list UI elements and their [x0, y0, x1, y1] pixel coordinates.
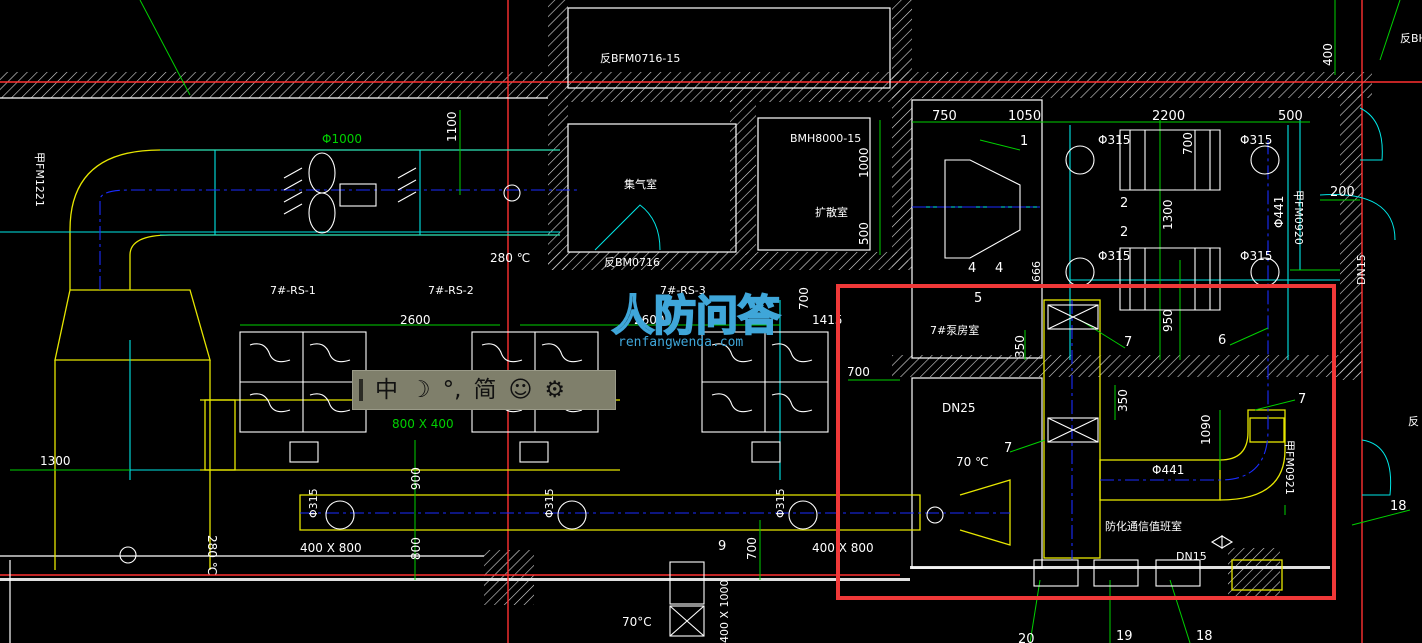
- label-duct4: 400 X 1000: [718, 579, 731, 643]
- label-d500a: 500: [1278, 109, 1303, 124]
- door-arcs: [594, 107, 1396, 496]
- label-phi441-a: Φ441: [1272, 196, 1286, 228]
- blue-centerlines: [99, 140, 1269, 560]
- label-door-right-edge: 反: [1408, 415, 1419, 428]
- label-temp2: 280 ℃: [205, 535, 219, 575]
- ime-emoji-icon[interactable]: ☺: [508, 377, 533, 403]
- label-duct3: 400 X 800: [812, 541, 874, 555]
- ime-settings-gear-icon[interactable]: ⚙: [544, 377, 566, 403]
- ime-simplified-toggle[interactable]: 简: [473, 377, 497, 403]
- room-outlines: [0, 7, 1043, 643]
- label-duct2: 400 X 800: [300, 541, 362, 555]
- label-phi1000: Φ1000: [322, 132, 362, 146]
- highlight-box: [836, 284, 1336, 600]
- label-d900: 900: [409, 467, 423, 490]
- label-n1: 1: [1020, 134, 1028, 149]
- ime-punctuation-toggle[interactable]: °,: [442, 377, 462, 403]
- label-d2200: 2200: [1152, 109, 1185, 124]
- label-duct1: 800 X 400: [392, 417, 454, 431]
- label-n5: 5: [974, 291, 982, 306]
- label-room-filter: 防化通信值班室: [1105, 519, 1182, 533]
- cyan-lines: [0, 120, 1340, 480]
- label-d750: 750: [932, 109, 957, 124]
- label-d800: 800: [409, 537, 423, 560]
- label-phi315-c: Φ315: [1098, 249, 1130, 263]
- label-room-air: 集气室: [624, 177, 657, 191]
- label-phi315-g: Φ315: [774, 488, 787, 518]
- label-door-right-mid: 甲FM0920: [1292, 190, 1305, 245]
- label-rs3: 7#-RS-3: [660, 284, 706, 297]
- ime-language-toggle[interactable]: 中: [375, 377, 398, 403]
- label-n4a: 4: [968, 261, 976, 276]
- label-d700a: 700: [797, 287, 811, 310]
- watermark-sub: renfangwenda.com: [618, 335, 743, 350]
- label-n7b: 7: [1004, 441, 1012, 456]
- label-d1415: 1415: [812, 313, 843, 327]
- watermark-main: 人防问答: [612, 291, 781, 340]
- label-d1300b: 1300: [1161, 199, 1175, 230]
- label-n7c: 7: [1298, 392, 1306, 407]
- label-d700c: 700: [745, 537, 759, 560]
- label-phi315-e: Φ315: [307, 488, 320, 518]
- label-d700b: 700: [847, 365, 870, 379]
- label-temp1: 280 ℃: [490, 251, 530, 265]
- label-n20: 20: [1018, 632, 1035, 643]
- label-d1100: 1100: [445, 111, 459, 142]
- label-n6: 6: [1218, 333, 1226, 348]
- label-d1300a: 1300: [40, 454, 71, 468]
- label-n2b: 2: [1120, 225, 1128, 240]
- ime-moon-icon[interactable]: ☽: [410, 377, 431, 403]
- label-d1050: 1050: [1008, 109, 1041, 124]
- label-room-pump: 7#泵房室: [930, 323, 979, 337]
- label-phi315-d: Φ315: [1240, 249, 1272, 263]
- label-room-exp: 扩散室: [815, 205, 848, 219]
- label-d2600b: 2600: [634, 313, 665, 327]
- label-temp3: 70 ℃: [956, 455, 989, 469]
- label-door-left: 甲FM1221: [33, 152, 46, 207]
- labels: 反BFM0716-15 BMH8000-15 反BM0716 甲FM1221 反…: [33, 32, 1422, 643]
- label-door-bmh: BMH8000-15: [790, 132, 861, 145]
- label-d350a: 350: [1013, 335, 1027, 358]
- label-n7a: 7: [1124, 335, 1132, 350]
- label-door-bottom: 反BM0716: [604, 256, 660, 269]
- label-rs2: 7#-RS-2: [428, 284, 474, 297]
- label-d700d: 700: [1181, 132, 1195, 155]
- equipment: [119, 129, 1280, 637]
- label-d350b: 350: [1116, 389, 1130, 412]
- label-n19: 19: [1116, 629, 1133, 643]
- label-n9: 9: [718, 539, 726, 554]
- label-n2a: 2: [1120, 196, 1128, 211]
- label-d1090: 1090: [1199, 414, 1213, 445]
- label-d950: 950: [1161, 309, 1175, 332]
- label-phi441-b: Φ441: [1152, 463, 1184, 477]
- label-d400: 400: [1321, 43, 1335, 66]
- label-door-right-top: 反BH: [1400, 32, 1422, 45]
- walls: [0, 0, 1372, 605]
- label-dn25: DN25: [942, 401, 976, 415]
- label-door-right-low: 甲FM0921: [1283, 440, 1296, 495]
- label-phi315-a: Φ315: [1098, 133, 1130, 147]
- dimension-lines: [10, 0, 1411, 643]
- label-d500b: 500: [857, 222, 871, 245]
- label-door-top: 反BFM0716-15: [600, 52, 680, 65]
- label-rs1: 7#-RS-1: [270, 284, 316, 297]
- label-d666: 666: [1030, 261, 1043, 282]
- label-phi315-b: Φ315: [1240, 133, 1272, 147]
- watermark: 人防问答 renfangwenda.com: [611, 290, 782, 350]
- label-dn15-b: DN15: [1355, 254, 1368, 285]
- label-n18b: 18: [1196, 629, 1213, 643]
- label-d200: 200: [1330, 185, 1355, 200]
- label-d2600a: 2600: [400, 313, 431, 327]
- label-temp4: 70°C: [622, 615, 652, 629]
- ime-drag-handle[interactable]: [359, 379, 363, 401]
- label-dn15-a: DN15: [1176, 550, 1207, 563]
- label-n18a: 18: [1390, 499, 1407, 514]
- ime-toolbar[interactable]: 中 ☽ °, 简 ☺ ⚙: [352, 370, 616, 410]
- label-phi315-f: Φ315: [543, 488, 556, 518]
- label-n4b: 4: [995, 261, 1003, 276]
- label-d1000: 1000: [857, 147, 871, 178]
